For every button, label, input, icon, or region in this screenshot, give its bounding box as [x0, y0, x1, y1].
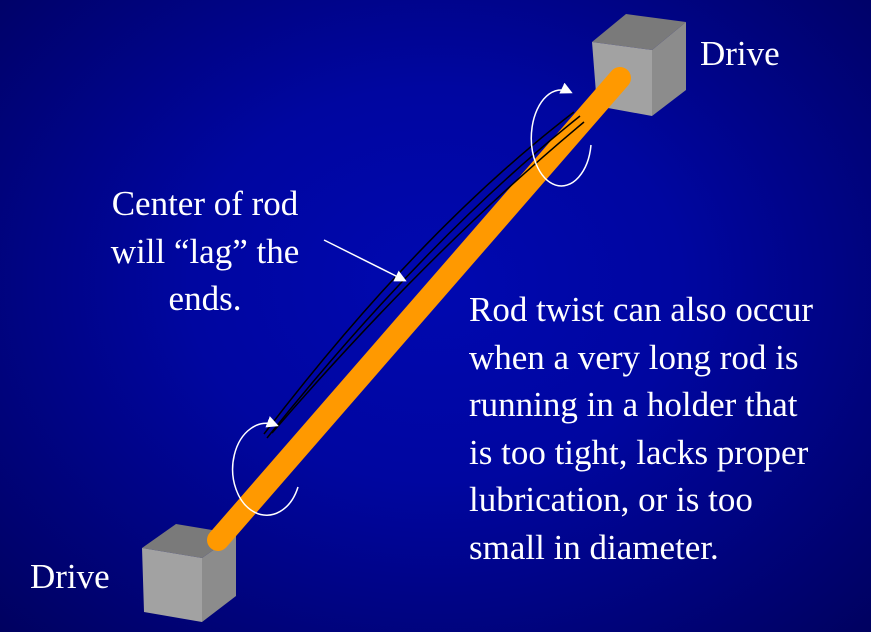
explanation-text: Rod twist can also occur when a very lon…	[469, 286, 813, 571]
drive-label-top: Drive	[700, 34, 780, 73]
explanation-line: small in diameter.	[469, 527, 719, 567]
explanation-line: running in a holder that	[469, 385, 798, 424]
center-note: Center of rod will “lag” the ends.	[95, 180, 315, 323]
rod	[207, 67, 631, 551]
drive-label-bottom: Drive	[30, 557, 110, 596]
rotation-arrow-bottom-icon	[231, 416, 299, 516]
explanation-line: lubrication, or is too	[469, 480, 753, 519]
explanation-line: is too tight, lacks proper	[469, 432, 809, 472]
center-note-line: ends.	[168, 279, 242, 318]
explanation-line: when a very long rod is	[469, 337, 799, 377]
pointer-arrow-icon	[323, 239, 407, 282]
center-note-line: will “lag” the	[110, 231, 300, 271]
explanation-line: Rod twist can also occur	[469, 290, 814, 329]
rotation-arrow-top-icon	[530, 82, 592, 187]
center-note-line: Center of rod	[111, 184, 299, 223]
